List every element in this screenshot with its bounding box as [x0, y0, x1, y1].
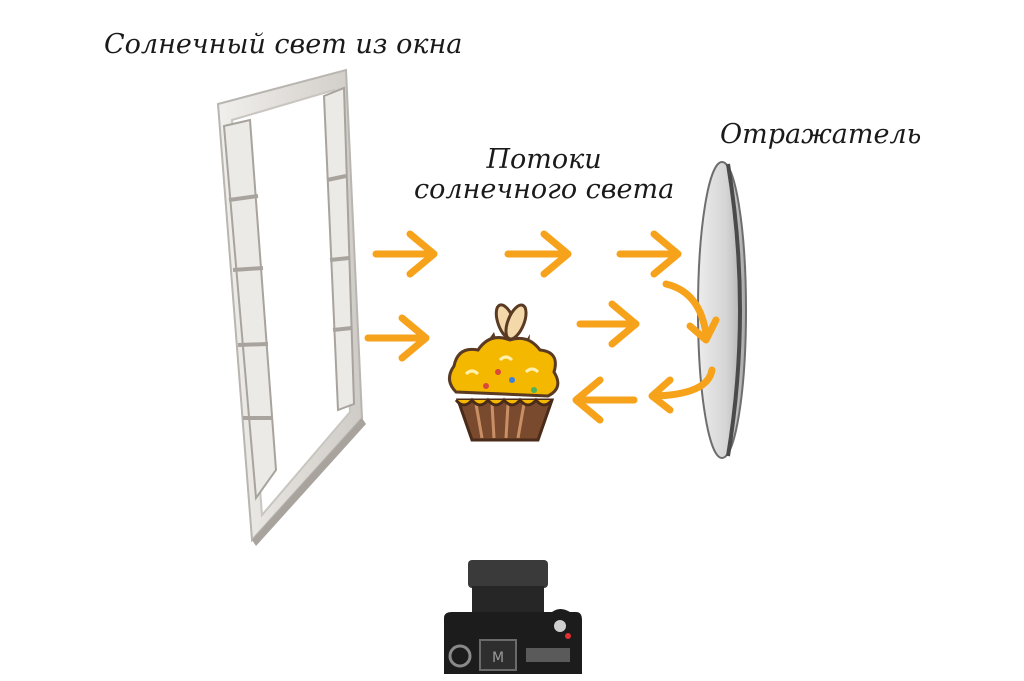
reflector-disc-icon — [697, 161, 747, 459]
camera-top-view-icon: M — [444, 560, 582, 674]
arrow-right-5 — [576, 300, 640, 348]
window-label: Солнечный свет из окна — [104, 29, 463, 60]
light-streams-label-line2: солнечного света — [414, 173, 675, 205]
open-window-icon — [216, 68, 366, 546]
arrow-curve-back — [648, 366, 716, 414]
arrow-left-1 — [572, 376, 638, 424]
reflector-label: Отражатель — [720, 119, 922, 150]
light-streams-label-line1: Потоки — [486, 144, 602, 175]
light-stream-arrows — [364, 230, 720, 424]
arrow-right-4 — [364, 314, 430, 362]
svg-text:M: M — [492, 650, 504, 666]
cupcake-icon — [448, 303, 560, 442]
light-streams-label: Потоки солнечного света — [414, 145, 674, 204]
arrow-right-2 — [504, 230, 572, 278]
arrow-curve-down — [662, 280, 720, 344]
arrow-right-1 — [372, 230, 438, 278]
arrow-right-3 — [616, 230, 682, 278]
